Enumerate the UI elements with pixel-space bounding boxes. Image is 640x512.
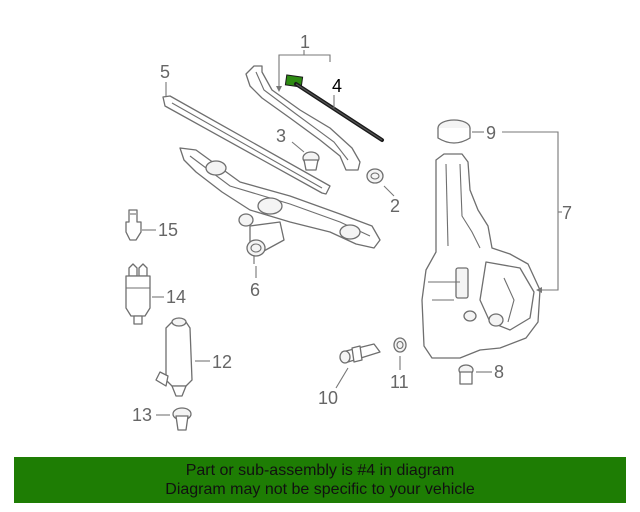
banner-line-disclaimer: Diagram may not be specific to your vehi… xyxy=(165,481,475,498)
part-12-washer-motor xyxy=(155,317,193,397)
callout-14: 14 xyxy=(166,287,186,307)
part-7-washer-reservoir xyxy=(421,153,541,359)
callout-11: 11 xyxy=(390,372,409,392)
callout-2-leader xyxy=(383,185,395,197)
banner-line-part: Part or sub-assembly is #4 in diagram xyxy=(185,462,455,479)
callout-3-leader xyxy=(291,141,305,153)
part-info-banner: Part or sub-assembly is #4 in diagram Di… xyxy=(14,457,626,503)
part-13-grommet xyxy=(172,407,192,431)
callout-13: 13 xyxy=(132,405,152,425)
callout-10: 10 xyxy=(318,388,338,408)
part-2-nut-cap xyxy=(366,168,384,184)
callout-5: 5 xyxy=(160,62,170,82)
callout-4: 4 xyxy=(332,76,342,96)
callout-10-leader xyxy=(335,367,349,389)
parts-diagram: 1 4 5 3 2 6 15 xyxy=(125,32,572,431)
part-15-washer-nozzle xyxy=(125,209,142,241)
callout-3: 3 xyxy=(276,126,286,146)
part-3-grommet xyxy=(302,151,320,171)
part-6-wiper-motor-linkage xyxy=(179,147,381,264)
callout-7-bracket xyxy=(502,131,562,293)
part-4-wiper-blade-refill xyxy=(284,74,384,142)
callout-6: 6 xyxy=(250,280,260,300)
part-8-plug xyxy=(458,364,474,385)
callout-2: 2 xyxy=(390,196,400,216)
callout-7: 7 xyxy=(562,203,572,223)
part-1-wiper-arm xyxy=(245,65,361,171)
callout-1-bracket xyxy=(276,50,331,92)
part-14-washer-pump xyxy=(125,263,151,325)
part-10-connector xyxy=(339,343,381,364)
part-5-wiper-linkage xyxy=(162,95,331,195)
part-11-seal xyxy=(393,337,407,353)
callout-1: 1 xyxy=(300,32,310,52)
callout-12: 12 xyxy=(212,352,232,372)
part-9-reservoir-cap xyxy=(437,119,471,144)
callout-8: 8 xyxy=(494,362,504,382)
callout-15: 15 xyxy=(158,220,178,240)
callout-9: 9 xyxy=(486,123,496,143)
